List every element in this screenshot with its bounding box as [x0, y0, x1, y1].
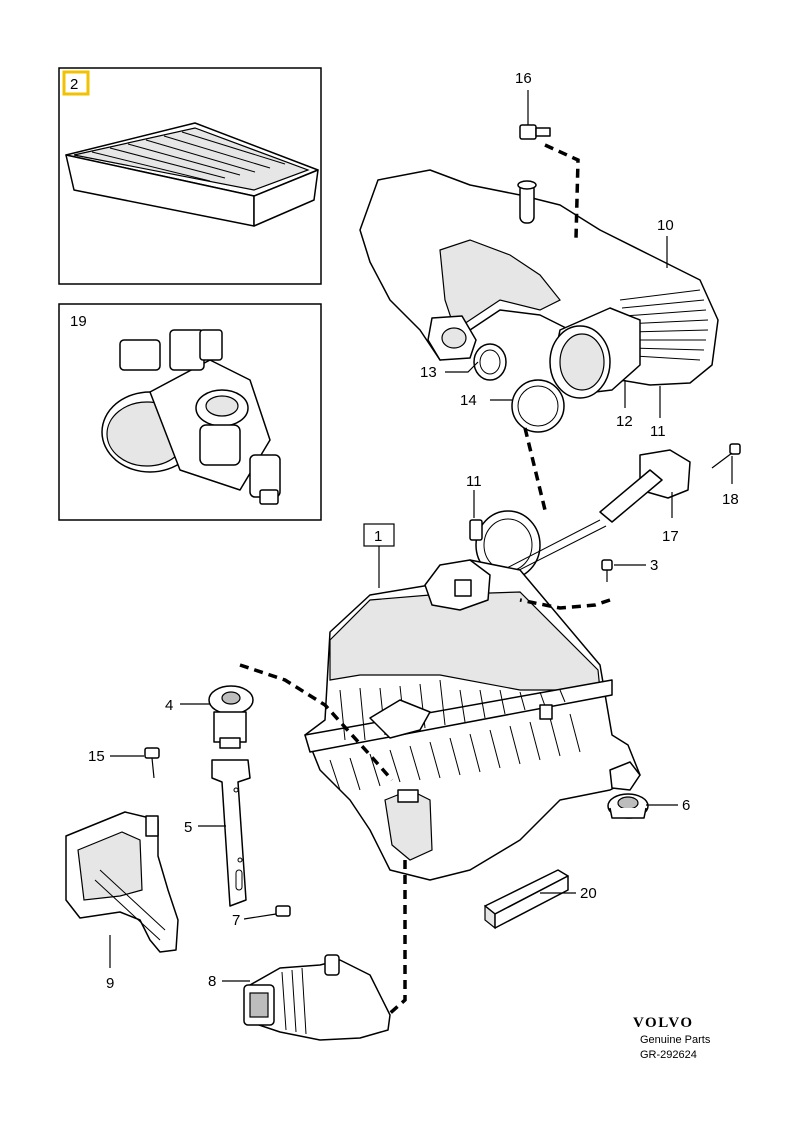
air-intake-8[interactable]	[243, 954, 391, 1041]
callout-19: 19	[70, 313, 87, 330]
bracket-5[interactable]	[211, 759, 251, 907]
grommet-4[interactable]	[208, 685, 254, 749]
bolt-16[interactable]	[519, 124, 551, 140]
callout-14: 14	[460, 392, 477, 409]
volvo-logo: VOLVO	[633, 1015, 694, 1031]
callout-13: 13	[420, 364, 437, 381]
callout-4: 4	[165, 697, 173, 714]
air-duct-9[interactable]	[65, 811, 179, 953]
callout-9: 9	[106, 975, 114, 992]
callout-10: 10	[657, 217, 674, 234]
callout-1: 1	[374, 528, 382, 545]
callout-18: 18	[722, 491, 739, 508]
callout-2: 2	[70, 76, 78, 93]
screw-15[interactable]	[144, 747, 160, 779]
diagram-code: GR-292624	[640, 1049, 697, 1061]
branding: VOLVO Genuine Parts GR-292624	[633, 1015, 711, 1061]
hose-clamp[interactable]	[469, 510, 541, 580]
callout-3: 3	[650, 557, 658, 574]
callout-15: 15	[88, 748, 105, 765]
callout-5: 5	[184, 819, 192, 836]
air-cleaner-housing[interactable]	[304, 559, 641, 881]
inset-air-filter[interactable]: 2	[58, 67, 322, 285]
genuine-parts-label: Genuine Parts	[640, 1034, 711, 1046]
screw-3[interactable]	[601, 559, 613, 582]
screw-18[interactable]	[711, 443, 741, 469]
callout-16: 16	[515, 70, 532, 87]
assembly-lines	[239, 143, 611, 1017]
inset-throttle-body[interactable]: 19	[58, 303, 322, 521]
highlight-box	[62, 70, 90, 96]
callout-12: 12	[616, 413, 633, 430]
air-intake-hose[interactable]	[359, 169, 719, 386]
foam-pad-20[interactable]	[484, 869, 569, 930]
callout-labels: 1 3 4 5 6 7 8 9 10 11 11 12 13 14 15 16 …	[88, 70, 739, 992]
hose-section[interactable]	[549, 307, 641, 399]
callout-8: 8	[208, 973, 216, 990]
leader-lines	[109, 90, 733, 982]
callout-17: 17	[662, 528, 679, 545]
callout-11b: 11	[466, 473, 482, 490]
callout-20: 20	[580, 885, 597, 902]
callout-7: 7	[232, 912, 240, 929]
air-filter-element[interactable]	[65, 122, 319, 227]
seal-ring-14[interactable]	[511, 379, 565, 433]
callout-11a: 11	[650, 423, 666, 440]
callout-6: 6	[682, 797, 690, 814]
throttle-body[interactable]	[101, 329, 281, 505]
seal-ring-13[interactable]	[473, 343, 507, 381]
screw-7[interactable]	[275, 905, 291, 917]
grommet-6[interactable]	[607, 793, 649, 819]
